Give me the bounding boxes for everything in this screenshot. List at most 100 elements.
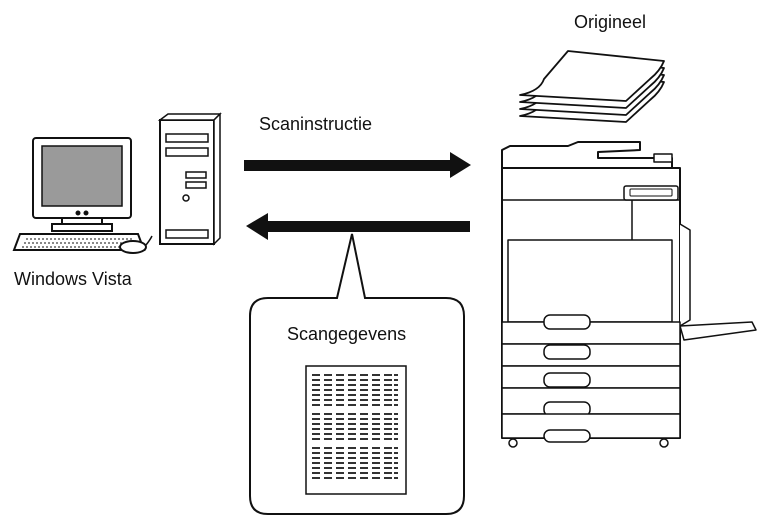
doc-text-mark bbox=[360, 389, 368, 391]
doc-text-mark bbox=[394, 428, 398, 430]
doc-text-mark bbox=[312, 374, 320, 376]
doc-text-mark bbox=[348, 433, 356, 435]
doc-text-mark bbox=[372, 472, 380, 474]
doc-text-mark bbox=[394, 413, 398, 415]
doc-text-mark bbox=[324, 394, 332, 396]
doc-text-mark bbox=[384, 389, 392, 391]
doc-text-mark bbox=[372, 379, 380, 381]
doc-text-mark bbox=[336, 433, 344, 435]
doc-text-mark bbox=[324, 413, 332, 415]
doc-text-mark bbox=[360, 438, 368, 440]
doc-text-mark bbox=[360, 467, 368, 469]
doc-text-mark bbox=[394, 462, 398, 464]
doc-text-mark bbox=[360, 452, 368, 454]
computer-label: Windows Vista bbox=[14, 269, 132, 289]
doc-text-mark bbox=[336, 447, 344, 449]
doc-text-mark bbox=[394, 399, 398, 401]
doc-text-mark bbox=[324, 404, 332, 406]
doc-text-mark bbox=[312, 379, 320, 381]
doc-text-mark bbox=[372, 404, 380, 406]
doc-text-mark bbox=[348, 457, 356, 459]
doc-text-mark bbox=[384, 438, 392, 440]
doc-text-mark bbox=[360, 447, 368, 449]
doc-text-mark bbox=[360, 457, 368, 459]
doc-text-mark bbox=[348, 418, 356, 420]
doc-text-mark bbox=[324, 472, 332, 474]
doc-text-mark bbox=[360, 404, 368, 406]
doc-text-mark bbox=[372, 462, 380, 464]
doc-text-mark bbox=[324, 418, 332, 420]
doc-text-mark bbox=[324, 457, 332, 459]
doc-text-mark bbox=[384, 462, 392, 464]
tower-icon bbox=[157, 112, 222, 246]
doc-text-mark bbox=[384, 428, 392, 430]
doc-text-mark bbox=[336, 438, 344, 440]
doc-text-mark bbox=[348, 399, 356, 401]
doc-text-mark bbox=[360, 394, 368, 396]
doc-text-mark bbox=[336, 472, 344, 474]
doc-text-mark bbox=[360, 384, 368, 386]
paper-drawer-1 bbox=[501, 314, 681, 345]
mouse-icon bbox=[119, 235, 153, 254]
doc-text-mark bbox=[312, 404, 320, 406]
doc-text-mark bbox=[360, 413, 368, 415]
doc-text-mark bbox=[372, 389, 380, 391]
doc-text-mark bbox=[312, 428, 320, 430]
doc-text-mark bbox=[336, 477, 344, 479]
doc-text-mark bbox=[312, 472, 320, 474]
doc-text-mark bbox=[324, 452, 332, 454]
doc-text-mark bbox=[312, 477, 320, 479]
doc-text-mark bbox=[360, 374, 368, 376]
doc-text-mark bbox=[384, 447, 392, 449]
doc-text-mark bbox=[394, 389, 398, 391]
doc-text-mark bbox=[372, 394, 380, 396]
doc-text-mark bbox=[348, 467, 356, 469]
computer-icon bbox=[12, 112, 222, 254]
doc-text-mark bbox=[348, 477, 356, 479]
doc-text-mark bbox=[384, 452, 392, 454]
doc-text-mark bbox=[372, 428, 380, 430]
doc-text-mark bbox=[384, 423, 392, 425]
doc-text-mark bbox=[394, 384, 398, 386]
doc-text-mark bbox=[348, 404, 356, 406]
doc-text-mark bbox=[394, 423, 398, 425]
doc-text-mark bbox=[324, 438, 332, 440]
doc-text-mark bbox=[312, 438, 320, 440]
doc-text-mark bbox=[372, 477, 380, 479]
doc-text-mark bbox=[384, 404, 392, 406]
doc-text-mark bbox=[312, 423, 320, 425]
doc-text-mark bbox=[336, 462, 344, 464]
doc-text-mark bbox=[324, 384, 332, 386]
doc-text-mark bbox=[336, 389, 344, 391]
doc-text-mark bbox=[312, 467, 320, 469]
scan-instruction-label: Scaninstructie bbox=[259, 114, 373, 134]
doc-text-mark bbox=[324, 447, 332, 449]
doc-text-mark bbox=[324, 423, 332, 425]
doc-text-mark bbox=[336, 428, 344, 430]
doc-text-mark bbox=[372, 384, 380, 386]
doc-text-mark bbox=[324, 433, 332, 435]
doc-text-mark bbox=[372, 413, 380, 415]
doc-text-mark bbox=[394, 433, 398, 435]
doc-text-mark bbox=[324, 467, 332, 469]
paper-drawer-4 bbox=[501, 387, 681, 417]
doc-text-mark bbox=[324, 379, 332, 381]
doc-text-mark bbox=[394, 447, 398, 449]
doc-text-mark bbox=[384, 433, 392, 435]
doc-text-mark bbox=[336, 404, 344, 406]
paper-stack-icon bbox=[519, 50, 665, 123]
doc-text-mark bbox=[312, 452, 320, 454]
doc-text-mark bbox=[312, 384, 320, 386]
doc-text-mark bbox=[384, 418, 392, 420]
mfp-printer-icon bbox=[501, 141, 757, 448]
doc-text-mark bbox=[336, 394, 344, 396]
doc-text-mark bbox=[348, 384, 356, 386]
scan-instruction-arrow bbox=[244, 152, 471, 178]
doc-text-mark bbox=[360, 379, 368, 381]
doc-text-mark bbox=[312, 399, 320, 401]
doc-text-mark bbox=[312, 462, 320, 464]
doc-text-mark bbox=[384, 477, 392, 479]
doc-text-mark bbox=[312, 394, 320, 396]
doc-text-mark bbox=[394, 452, 398, 454]
